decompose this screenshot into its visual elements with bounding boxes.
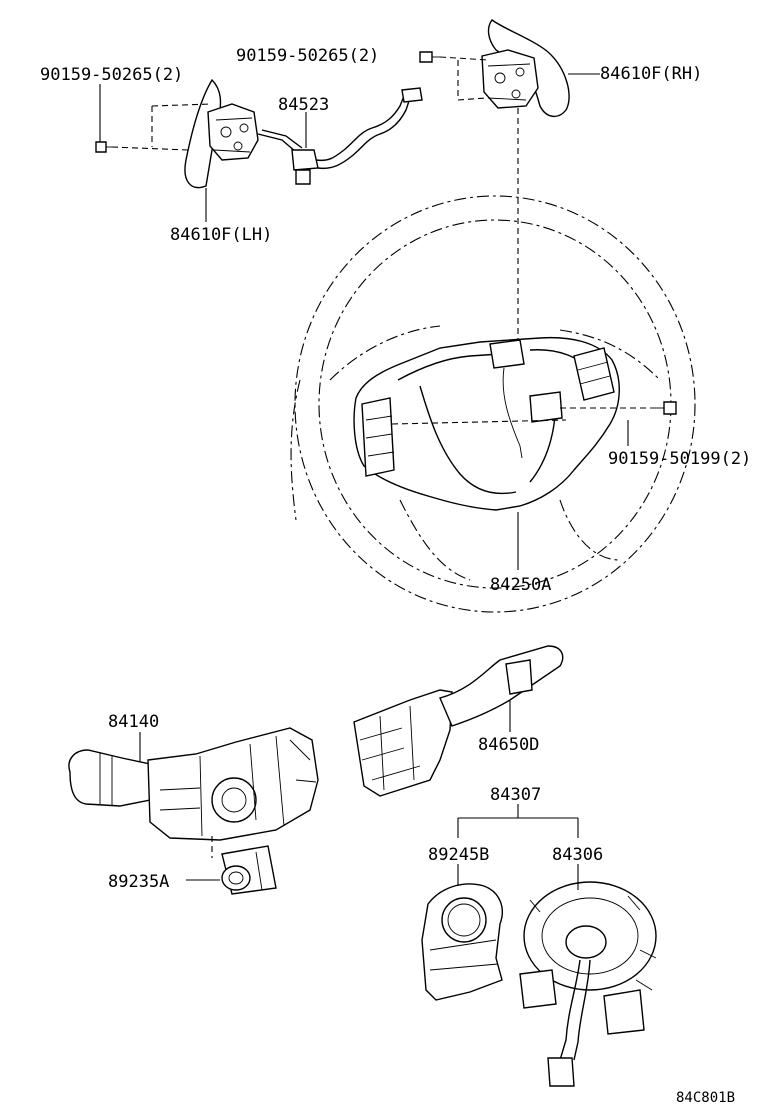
steering-pad-switch[interactable] (353, 336, 620, 511)
label-spiral-cable: 84306 (552, 845, 603, 865)
label-paddle-rh: 84610F(RH) (600, 64, 702, 84)
label-angle-sensor: 89245B (428, 845, 489, 865)
label-wiper-switch: 84650D (478, 735, 539, 755)
label-bolt-switch: 90159-50199(2) (608, 449, 751, 469)
paddle-rh[interactable] (481, 19, 570, 117)
label-bolt-rh: 90159-50265(2) (236, 46, 379, 66)
lock-part[interactable] (221, 845, 277, 895)
spiral-cable[interactable] (519, 881, 657, 1087)
bolt-lh-icon (95, 141, 114, 153)
label-turn-switch: 84140 (108, 712, 159, 732)
label-spiral-assy: 84307 (490, 785, 541, 805)
label-wire: 84523 (278, 95, 329, 115)
figure-code: 84C801B (676, 1090, 735, 1106)
bolt-switch-icon (650, 401, 677, 415)
paddle-wire[interactable] (257, 87, 423, 185)
paddle-lh[interactable] (184, 78, 259, 189)
turn-signal-switch[interactable] (68, 727, 319, 841)
label-bolt-lh: 90159-50265(2) (40, 65, 183, 85)
label-wheel-switch: 84250A (490, 575, 551, 595)
steering-angle-sensor[interactable] (421, 883, 503, 1001)
bolt-rh-icon (419, 51, 440, 63)
label-lock-part: 89235A (108, 872, 169, 892)
label-paddle-lh: 84610F(LH) (170, 225, 272, 245)
wiper-switch[interactable] (353, 645, 564, 797)
